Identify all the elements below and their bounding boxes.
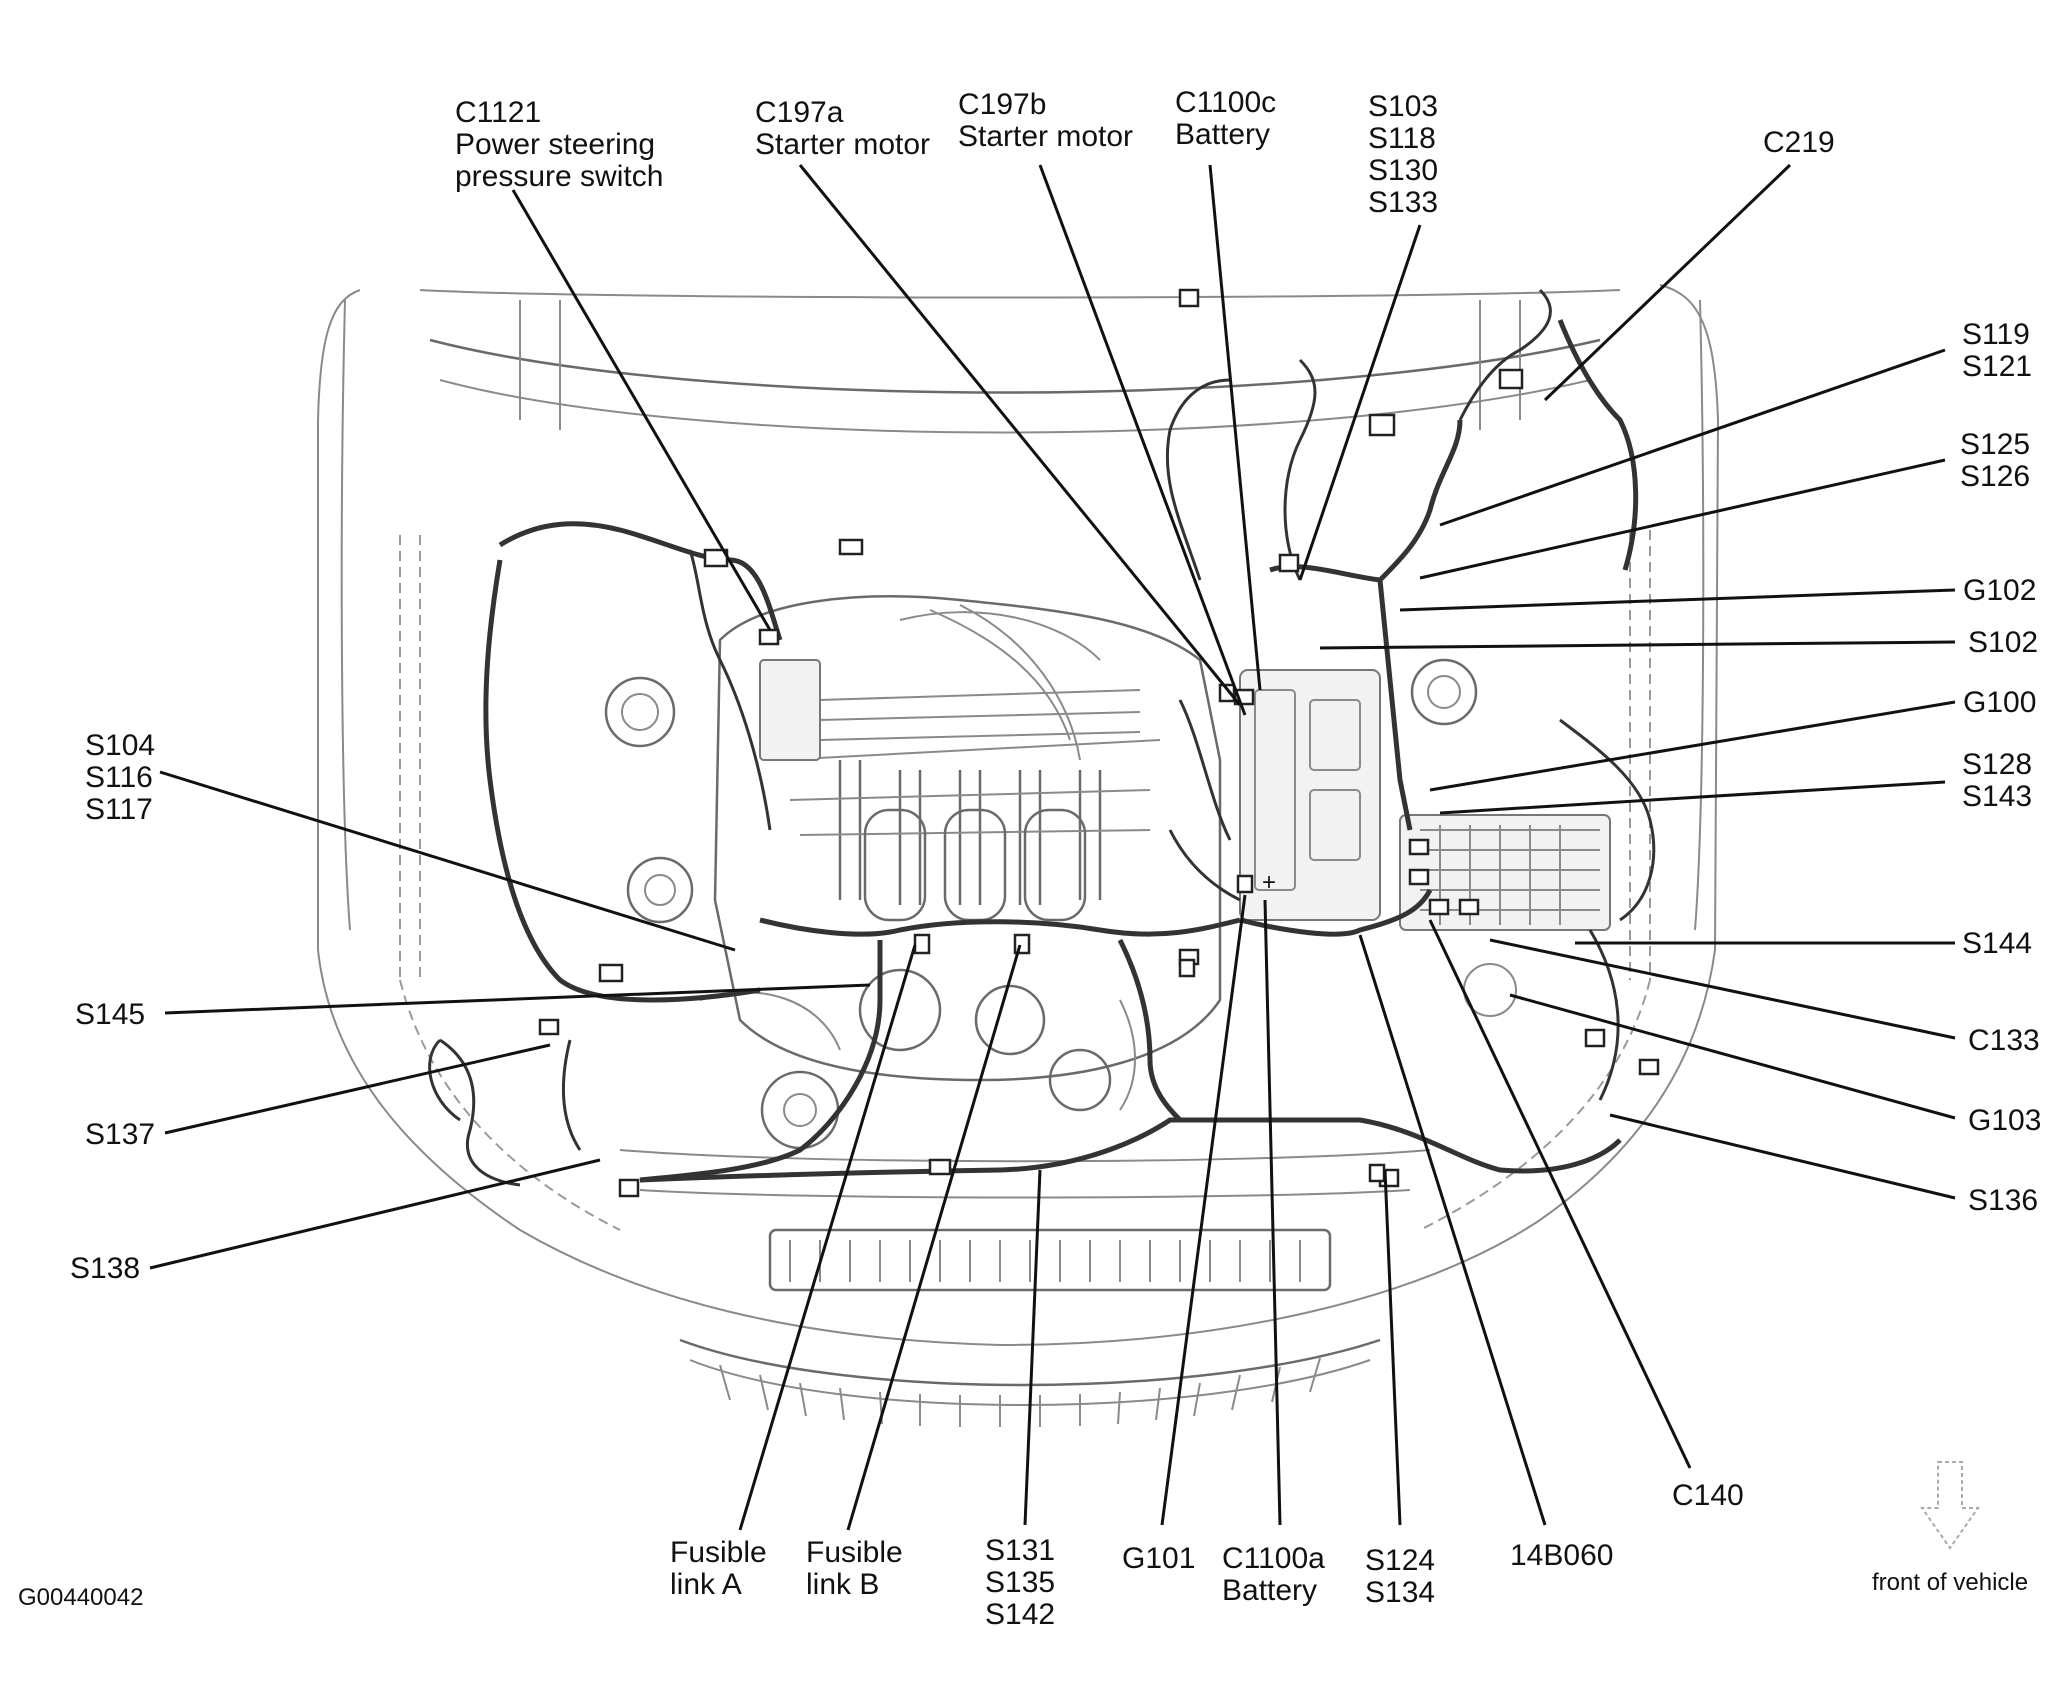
label-c219: C219 bbox=[1763, 126, 1835, 159]
vehicle-line-art: + bbox=[317, 284, 1720, 1427]
leader-s119 bbox=[1439, 348, 1946, 527]
label-s125-group: S125 S126 bbox=[1960, 428, 2038, 493]
label-s136: S136 bbox=[1968, 1184, 2038, 1217]
label-c133: C133 bbox=[1968, 1024, 2040, 1057]
leader-c140 bbox=[1428, 919, 1692, 1469]
leader-s145 bbox=[164, 983, 871, 1015]
label-s124-group: S124 S134 bbox=[1365, 1544, 1443, 1609]
leader-s104 bbox=[159, 770, 736, 952]
leader-g102 bbox=[1399, 588, 1956, 612]
label-s131-group: S131 S135 S142 bbox=[985, 1534, 1063, 1631]
leader-c1100c bbox=[1208, 164, 1262, 691]
leader-s136 bbox=[1609, 1113, 1956, 1200]
leader-c1121 bbox=[511, 189, 772, 631]
label-14b060: 14B060 bbox=[1510, 1539, 1613, 1572]
label-s104-group: S104 S116 S117 bbox=[85, 729, 163, 826]
leader-fusible-a bbox=[738, 944, 917, 1531]
label-fusible-b: Fusible link B bbox=[806, 1536, 911, 1601]
front-of-vehicle-label: front of vehicle bbox=[1872, 1569, 2028, 1596]
callout-labels: C1121 Power steering pressure switch C19… bbox=[70, 86, 2041, 1631]
figure-id: G00440042 bbox=[18, 1584, 143, 1611]
label-s128-group: S128 S143 bbox=[1962, 748, 2040, 813]
label-c140: C140 bbox=[1672, 1479, 1744, 1512]
leader-g101 bbox=[1160, 894, 1247, 1526]
label-s137: S137 bbox=[85, 1118, 155, 1151]
leader-s124 bbox=[1383, 1169, 1402, 1526]
leader-s137 bbox=[164, 1043, 551, 1135]
label-g101: G101 bbox=[1122, 1542, 1195, 1575]
leader-g103 bbox=[1509, 993, 1956, 1120]
label-g100: G100 bbox=[1963, 686, 2036, 719]
label-s103-group: S103 S118 S130 S133 bbox=[1368, 90, 1446, 219]
label-s144: S144 bbox=[1962, 927, 2032, 960]
leader-14b060 bbox=[1358, 934, 1547, 1526]
leader-s128 bbox=[1439, 780, 1946, 815]
label-s138: S138 bbox=[70, 1252, 140, 1285]
svg-text:+: + bbox=[1262, 869, 1276, 896]
leader-s103 bbox=[1298, 224, 1422, 581]
leader-s131 bbox=[1023, 1169, 1042, 1526]
leader-c197a bbox=[798, 164, 1242, 706]
wiring-harness bbox=[428, 288, 1660, 1198]
label-g103: G103 bbox=[1968, 1104, 2041, 1137]
label-c1100a: C1100a Battery bbox=[1222, 1542, 1333, 1607]
leader-lines bbox=[149, 163, 1956, 1531]
front-of-vehicle-indicator: front of vehicle bbox=[1872, 1461, 2028, 1596]
leader-g100 bbox=[1429, 700, 1956, 792]
label-c197b: C197b Starter motor bbox=[958, 88, 1133, 153]
leader-s138 bbox=[149, 1158, 601, 1270]
label-c1121: C1121 Power steering pressure switch bbox=[455, 96, 663, 193]
label-g102: G102 bbox=[1963, 574, 2036, 607]
leader-c219 bbox=[1543, 163, 1792, 402]
label-s145: S145 bbox=[75, 998, 145, 1031]
leader-c197b bbox=[1038, 164, 1247, 716]
label-c197a: C197a Starter motor bbox=[755, 96, 930, 161]
down-arrow-icon bbox=[1920, 1461, 1980, 1550]
label-s102: S102 bbox=[1968, 626, 2038, 659]
label-c1100c: C1100c Battery bbox=[1175, 86, 1285, 151]
leader-s102 bbox=[1319, 640, 1956, 650]
leader-c133 bbox=[1489, 938, 1956, 1040]
leader-fusible-b bbox=[846, 944, 1022, 1531]
leader-s125 bbox=[1419, 458, 1946, 580]
label-s119-group: S119 S121 bbox=[1962, 318, 2038, 383]
label-fusible-a: Fusible link A bbox=[670, 1536, 775, 1601]
leader-c1100a bbox=[1263, 899, 1282, 1526]
